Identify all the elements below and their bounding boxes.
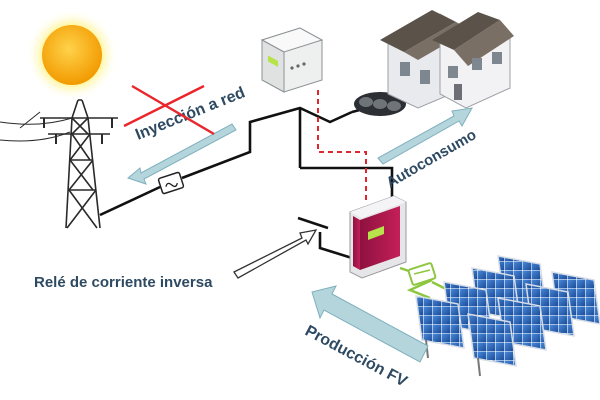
breaker-icon xyxy=(354,92,406,116)
injection-cancel-cross xyxy=(123,84,215,136)
dc-symbol-icon xyxy=(407,262,437,286)
relay-label: Relé de corriente inversa xyxy=(34,274,213,291)
ac-symbol-icon xyxy=(157,171,185,195)
injection-arrow xyxy=(126,123,237,185)
inverter-icon xyxy=(349,195,407,279)
solar-panel-array xyxy=(415,255,600,377)
sun-icon xyxy=(26,9,118,101)
relay-pointer-arrow xyxy=(233,229,318,279)
transmission-tower-icon xyxy=(0,99,118,229)
energy-meter-icon xyxy=(260,27,324,93)
house-icon xyxy=(380,10,514,109)
production-arrow xyxy=(311,285,429,363)
monitoring-signal-line xyxy=(317,90,367,202)
solar-panel-icon xyxy=(467,313,517,377)
self-consumption-arrow xyxy=(377,107,473,165)
